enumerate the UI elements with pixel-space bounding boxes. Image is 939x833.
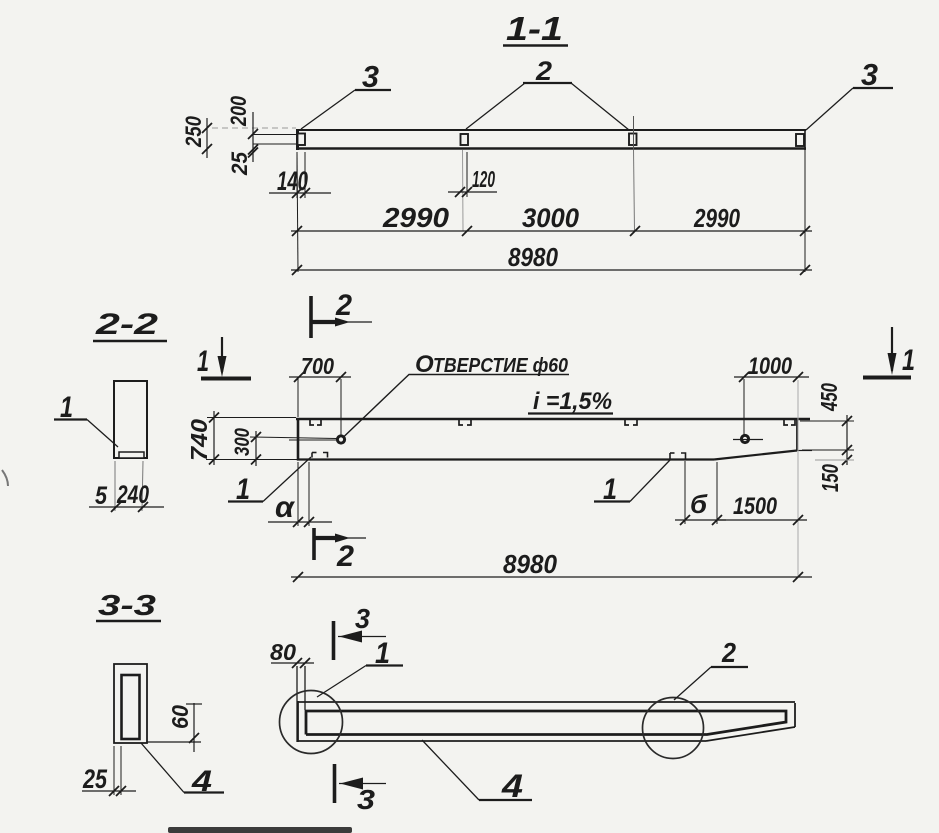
svg-text:1: 1 [603, 473, 617, 506]
svg-text:2990: 2990 [693, 203, 740, 233]
svg-text:140: 140 [277, 166, 308, 196]
svg-text:8980: 8980 [508, 242, 558, 272]
svg-text:1: 1 [375, 637, 390, 670]
svg-text:3000: 3000 [522, 203, 579, 233]
svg-text:3: 3 [355, 603, 370, 634]
svg-text:2: 2 [721, 637, 736, 668]
svg-text:700: 700 [301, 353, 334, 379]
svg-text:2990: 2990 [382, 202, 450, 233]
svg-text:1: 1 [236, 473, 250, 506]
svg-text:3: 3 [362, 59, 379, 94]
svg-text:α: α [275, 491, 295, 524]
svg-text:450: 450 [816, 383, 842, 412]
svg-text:3: 3 [861, 57, 878, 92]
svg-text:8980: 8980 [503, 549, 558, 579]
svg-text:1000: 1000 [748, 353, 793, 380]
svg-text:1-1: 1-1 [506, 10, 563, 47]
svg-text:250: 250 [181, 115, 206, 147]
svg-text:300: 300 [231, 428, 254, 456]
svg-text:25: 25 [82, 764, 108, 794]
svg-text:ТВЕРСТИЕ ф60: ТВЕРСТИЕ ф60 [433, 354, 569, 377]
svg-text:5: 5 [95, 482, 108, 510]
svg-text:1: 1 [197, 345, 209, 378]
svg-text:60: 60 [167, 705, 193, 729]
svg-text:2: 2 [535, 56, 552, 86]
svg-text:2: 2 [335, 289, 352, 322]
svg-text:1: 1 [60, 391, 73, 424]
svg-text:200: 200 [226, 95, 251, 126]
svg-text:3: 3 [357, 784, 375, 815]
svg-text:120: 120 [472, 166, 495, 192]
svg-text:3-3: 3-3 [98, 590, 156, 622]
svg-text:1: 1 [902, 344, 915, 377]
svg-text:740: 740 [186, 419, 212, 461]
svg-text:2: 2 [336, 540, 354, 573]
svg-text:б: б [690, 489, 708, 519]
svg-text:О: О [415, 351, 434, 378]
svg-text:2-2: 2-2 [95, 308, 159, 341]
svg-text:80: 80 [270, 639, 296, 665]
svg-text:4: 4 [191, 765, 213, 798]
svg-text:150: 150 [817, 464, 843, 492]
svg-text:240: 240 [116, 481, 149, 509]
svg-text:25: 25 [227, 151, 252, 176]
svg-text:4: 4 [501, 768, 523, 804]
svg-text:1500: 1500 [733, 493, 778, 520]
svg-text:i =1,5%: i =1,5% [533, 388, 612, 415]
